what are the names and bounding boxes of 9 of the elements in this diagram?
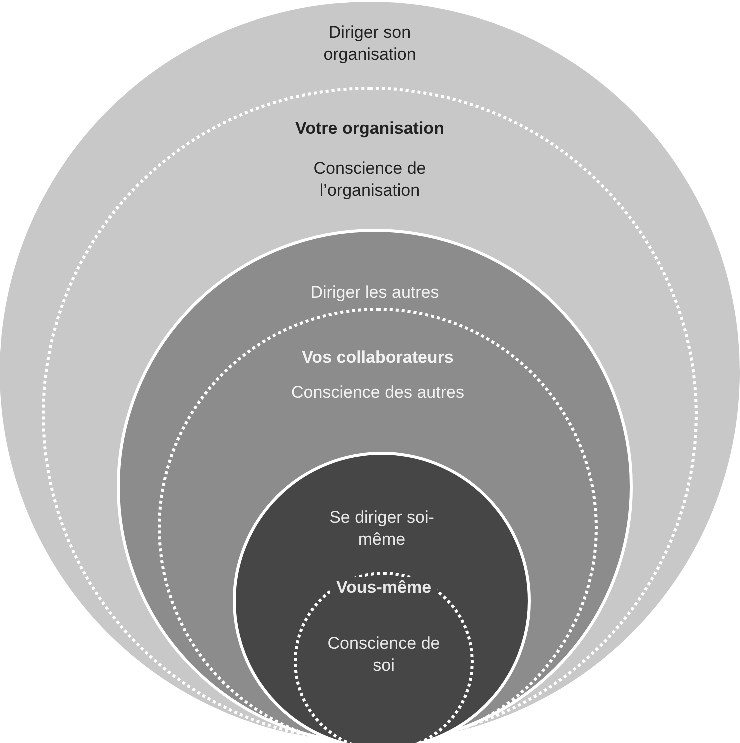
circle-label: Diriger son organisation — [322, 22, 418, 66]
dotted-circle — [158, 308, 598, 743]
circle-label: Se diriger soi-même — [328, 507, 436, 551]
circle-label: Conscience de l’organisation — [312, 158, 428, 202]
circle-label: Diriger les autres — [310, 282, 440, 304]
dotted-circle — [42, 87, 698, 743]
circle-label: Conscience des autres — [290, 382, 466, 404]
circle-label: Conscience de soi — [326, 633, 442, 677]
dotted-circle — [294, 572, 474, 743]
